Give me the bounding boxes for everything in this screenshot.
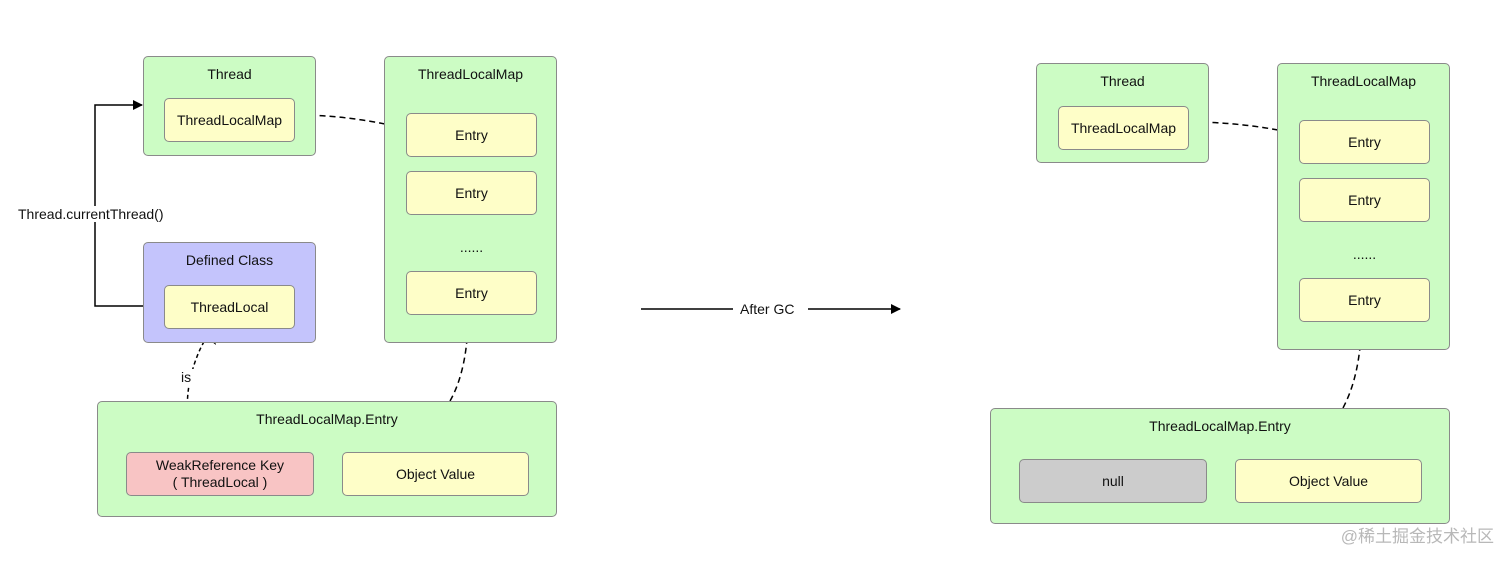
left-map-title: ThreadLocalMap xyxy=(417,66,524,82)
null-key: null xyxy=(1019,459,1207,503)
right-map-box: ThreadLocalMap Entry Entry ...... Entry xyxy=(1277,63,1450,350)
left-map-entry-1: Entry xyxy=(406,113,537,157)
left-map-ellipsis: ...... xyxy=(459,238,484,255)
watermark: @稀土掘金技术社区 xyxy=(1340,527,1494,546)
weak-reference-key-line2: ( ThreadLocal ) xyxy=(172,474,268,490)
defined-class-box: Defined Class ThreadLocal xyxy=(143,242,316,343)
weak-reference-key-line1: WeakReference Key xyxy=(155,457,285,473)
left-map-box: ThreadLocalMap Entry Entry ...... Entry xyxy=(384,56,557,343)
right-thread-map-ref: ThreadLocalMap xyxy=(1058,106,1189,150)
left-object-value: Object Value xyxy=(342,452,529,496)
right-object-value: Object Value xyxy=(1235,459,1422,503)
left-map-entry-3: Entry xyxy=(406,271,537,315)
right-thread-title: Thread xyxy=(1100,73,1145,89)
left-entry-box: ThreadLocalMap.Entry WeakReference Key (… xyxy=(97,401,557,517)
left-thread-title: Thread xyxy=(207,66,252,82)
right-map-ellipsis: ...... xyxy=(1352,245,1377,262)
defined-class-title: Defined Class xyxy=(185,252,274,268)
right-entry-box: ThreadLocalMap.Entry null Object Value xyxy=(990,408,1450,524)
is-label: is xyxy=(177,369,196,385)
right-map-title: ThreadLocalMap xyxy=(1310,73,1417,89)
threadlocal-item: ThreadLocal xyxy=(164,285,295,329)
left-thread-box: Thread ThreadLocalMap xyxy=(143,56,316,156)
right-thread-box: Thread ThreadLocalMap xyxy=(1036,63,1209,163)
entry-to-map-arrow-left xyxy=(449,315,473,402)
current-thread-connector xyxy=(94,100,164,307)
right-map-entry-2: Entry xyxy=(1299,178,1430,222)
left-entry-title: ThreadLocalMap.Entry xyxy=(256,411,398,427)
left-thread-map-ref: ThreadLocalMap xyxy=(164,98,295,142)
left-map-entry-2: Entry xyxy=(406,171,537,215)
right-map-entry-1: Entry xyxy=(1299,120,1430,164)
current-thread-label: Thread.currentThread() xyxy=(14,206,168,222)
right-entry-title: ThreadLocalMap.Entry xyxy=(1149,418,1291,434)
after-gc-label: After GC xyxy=(736,301,799,317)
weak-reference-key: WeakReference Key ( ThreadLocal ) xyxy=(126,452,314,496)
right-map-entry-3: Entry xyxy=(1299,278,1430,322)
